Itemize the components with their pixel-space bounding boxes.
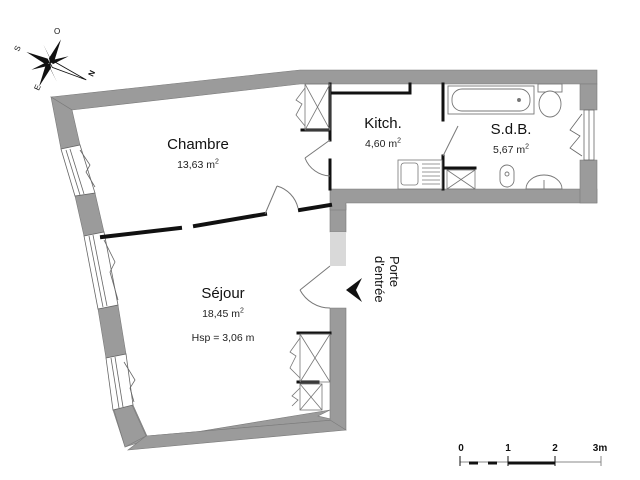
compass-rose-icon [26,39,87,87]
interior-partitions [99,82,477,384]
scale-tick-1: 1 [505,443,511,454]
room-kitchen: Kitch. 4,60 m2 [364,115,402,150]
entrance-arrow-icon [346,278,362,302]
exterior-walls [50,69,598,451]
ceiling-height: Hsp = 3,06 m [191,332,255,344]
compass-west-label: O [54,27,61,36]
room-name: Séjour [201,285,245,302]
windows [60,109,595,411]
closets [289,83,476,411]
room-area: 13,63 m2 [177,158,219,172]
doors [264,125,459,309]
scale-tick-3m: 3m [592,443,608,454]
room-area: 5,67 m2 [492,143,530,157]
room-bathroom: S.d.B. 5,67 m2 [491,121,532,156]
room-chambre: Chambre 13,63 m2 [167,136,229,171]
room-name: Chambre [167,136,229,153]
entrance-opening [330,232,346,266]
room-name: Kitch. [364,115,402,132]
room-area: 4,60 m2 [364,137,402,151]
bathroom-fixtures [447,83,563,190]
room-sejour: Séjour 18,45 m2 Hsp = 3,06 m [192,285,255,344]
scale-tick-2: 2 [552,443,558,454]
scale-tick-0: 0 [458,443,464,454]
room-name: S.d.B. [490,121,532,138]
entrance-label: Porte d'entrée [372,256,402,303]
kitchen-sink-icon [397,159,443,190]
room-area: 18,45 m2 [202,307,244,321]
scale-bar [459,456,602,466]
